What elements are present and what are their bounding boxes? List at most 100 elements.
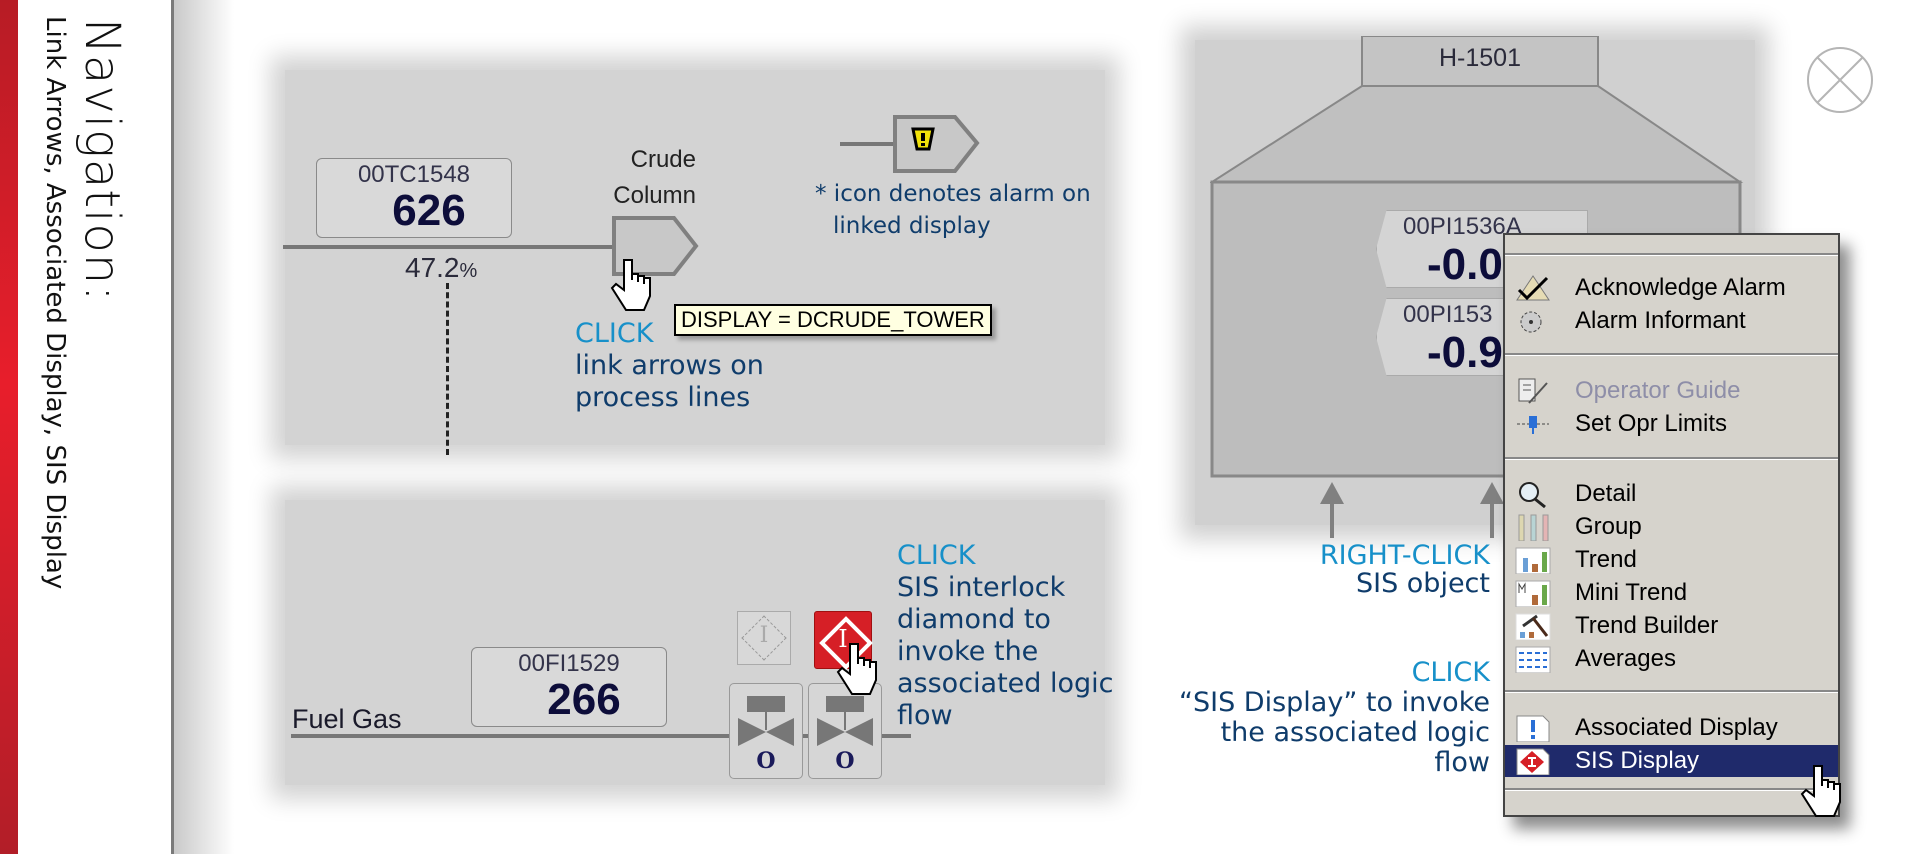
menu-item-label: Trend Builder [1575, 612, 1719, 639]
menu-separator [1505, 457, 1838, 460]
mini-trend-icon [1515, 580, 1551, 607]
instruction-line: SIS object [1355, 568, 1490, 599]
right-click-instruction: RIGHT-CLICK SIS object [1245, 542, 1490, 598]
instruction-line: associated logic [897, 668, 1114, 699]
menu-item-operator-guide[interactable]: Operator Guide [1505, 375, 1838, 407]
averages-icon [1515, 646, 1551, 673]
tag-name: 00PI1536A [1403, 213, 1522, 240]
menu-item-label: Operator Guide [1575, 377, 1741, 404]
menu-item-trend-builder[interactable]: Trend Builder [1505, 610, 1838, 642]
alarm-informant-icon [1520, 311, 1542, 333]
output-unit: % [459, 260, 478, 282]
menu-item-mini-trend[interactable]: Mini Trend [1505, 577, 1838, 609]
tag-value: 266 [547, 675, 621, 724]
valve-icon [817, 696, 873, 746]
menu-item-sis-display[interactable]: SIS Display [1505, 745, 1838, 777]
menu-item-label: SIS Display [1575, 747, 1700, 774]
valve-state: O [835, 748, 855, 774]
close-icon[interactable] [1805, 45, 1875, 115]
valve-1[interactable]: O [729, 683, 803, 779]
trend-builder-icon [1515, 613, 1551, 640]
destination-line2: Column [613, 182, 696, 209]
alarm-note-line1: * icon denotes alarm on [815, 181, 1091, 207]
menu-separator [1505, 788, 1838, 791]
context-menu: Acknowledge Alarm Alarm Informant Operat… [1503, 233, 1840, 817]
tag-value: 626 [392, 186, 466, 235]
instruction-action: CLICK [897, 540, 976, 571]
output-readout: 47.2% [405, 252, 477, 284]
tag-name: 00FI1529 [518, 650, 620, 677]
output-value: 47.2 [405, 252, 460, 283]
menu-separator [1505, 690, 1838, 693]
magnifier-icon [1519, 482, 1546, 508]
tag-value: -0.0 [1427, 240, 1503, 289]
equipment-name: H-1501 [1439, 44, 1521, 72]
alarm-note-line2: linked display [833, 213, 991, 239]
link-destination-label: Crude Column [598, 142, 696, 214]
menu-item-label: Associated Display [1575, 714, 1778, 741]
operator-guide-icon [1518, 378, 1548, 404]
instruction-line: SIS interlock [897, 572, 1066, 603]
tag-name: 00TC1548 [357, 161, 471, 188]
fuel-gas-line [291, 734, 911, 738]
menu-item-label: Acknowledge Alarm [1575, 274, 1786, 301]
link-arrow-crude-column[interactable] [612, 216, 700, 276]
instruction-line: diamond to [897, 604, 1051, 635]
alarm-note: * icon denotes alarm on linked display [815, 178, 1091, 242]
menu-item-group[interactable]: Group [1505, 511, 1838, 543]
instruction-action: CLICK [575, 318, 654, 349]
tag-faceplate-00fi1529[interactable]: 00FI1529 266 [471, 647, 667, 727]
page-subtitle: Link Arrows, Associated Display, SIS Dis… [40, 16, 70, 590]
associated-display-icon [1516, 715, 1550, 742]
valve-state: O [756, 748, 776, 774]
alarm-link-line [840, 142, 896, 146]
instruction-line: “SIS Display” to invoke [1179, 687, 1490, 718]
menu-item-label: Trend [1575, 546, 1637, 573]
sis-interlock-instruction: CLICK SIS interlock diamond to invoke th… [897, 540, 1114, 732]
menu-item-associated-display[interactable]: Associated Display [1505, 712, 1838, 744]
fuel-gas-label: Fuel Gas [292, 704, 402, 734]
menu-item-alarm-informant[interactable]: Alarm Informant [1505, 305, 1838, 337]
acknowledge-alarm-icon [1516, 275, 1550, 301]
instruction-line2: process lines [575, 382, 751, 413]
accent-bar [0, 0, 18, 854]
instruction-action: RIGHT-CLICK [1319, 540, 1490, 571]
link-arrow-with-alarm[interactable] [893, 115, 983, 175]
menu-separator [1505, 253, 1838, 256]
hand-cursor-icon [1800, 765, 1841, 817]
menu-item-label: Detail [1575, 480, 1637, 507]
instruction-line: invoke the [897, 636, 1039, 667]
interlock-label: I [838, 625, 848, 653]
process-line [283, 245, 618, 249]
instruction-action: CLICK [1411, 657, 1490, 688]
menu-item-acknowledge-alarm[interactable]: Acknowledge Alarm [1505, 272, 1838, 304]
sis-display-instruction: CLICK “SIS Display” to invoke the associ… [1150, 658, 1490, 778]
menu-item-set-opr-limits[interactable]: Set Opr Limits [1505, 408, 1838, 440]
group-icon [1518, 514, 1549, 541]
menu-item-label: Mini Trend [1575, 579, 1688, 606]
instruction-line: flow [897, 700, 953, 731]
menu-item-label: Alarm Informant [1575, 307, 1746, 334]
alarm-icon [911, 127, 935, 151]
tag-faceplate-00tc1548[interactable]: 00TC1548 626 [316, 158, 512, 238]
menu-item-label: Set Opr Limits [1575, 410, 1728, 437]
instruction-line: the associated logic [1220, 717, 1490, 748]
link-tooltip: DISPLAY = DCRUDE_TOWER [674, 304, 992, 336]
link-arrow-instruction: CLICK link arrows on process lines [575, 318, 764, 414]
menu-separator [1505, 353, 1838, 356]
menu-item-label: Averages [1575, 645, 1676, 672]
tag-value: -0.9 [1427, 328, 1503, 377]
page-title: Navigation: [74, 18, 130, 303]
interlock-inactive[interactable]: I [737, 611, 791, 665]
flow-arrows [1320, 482, 1504, 538]
valve-2[interactable]: O [808, 683, 882, 779]
tag-name: 00PI153 [1403, 301, 1493, 328]
menu-item-label: Group [1575, 513, 1642, 540]
sidebar-divider [171, 0, 174, 854]
menu-item-trend[interactable]: Trend [1505, 544, 1838, 576]
trend-icon [1515, 547, 1551, 574]
menu-item-detail[interactable]: Detail [1505, 478, 1838, 510]
sis-display-icon [1516, 748, 1550, 775]
instruction-line: flow [1434, 747, 1490, 778]
menu-item-averages[interactable]: Averages [1505, 643, 1838, 675]
